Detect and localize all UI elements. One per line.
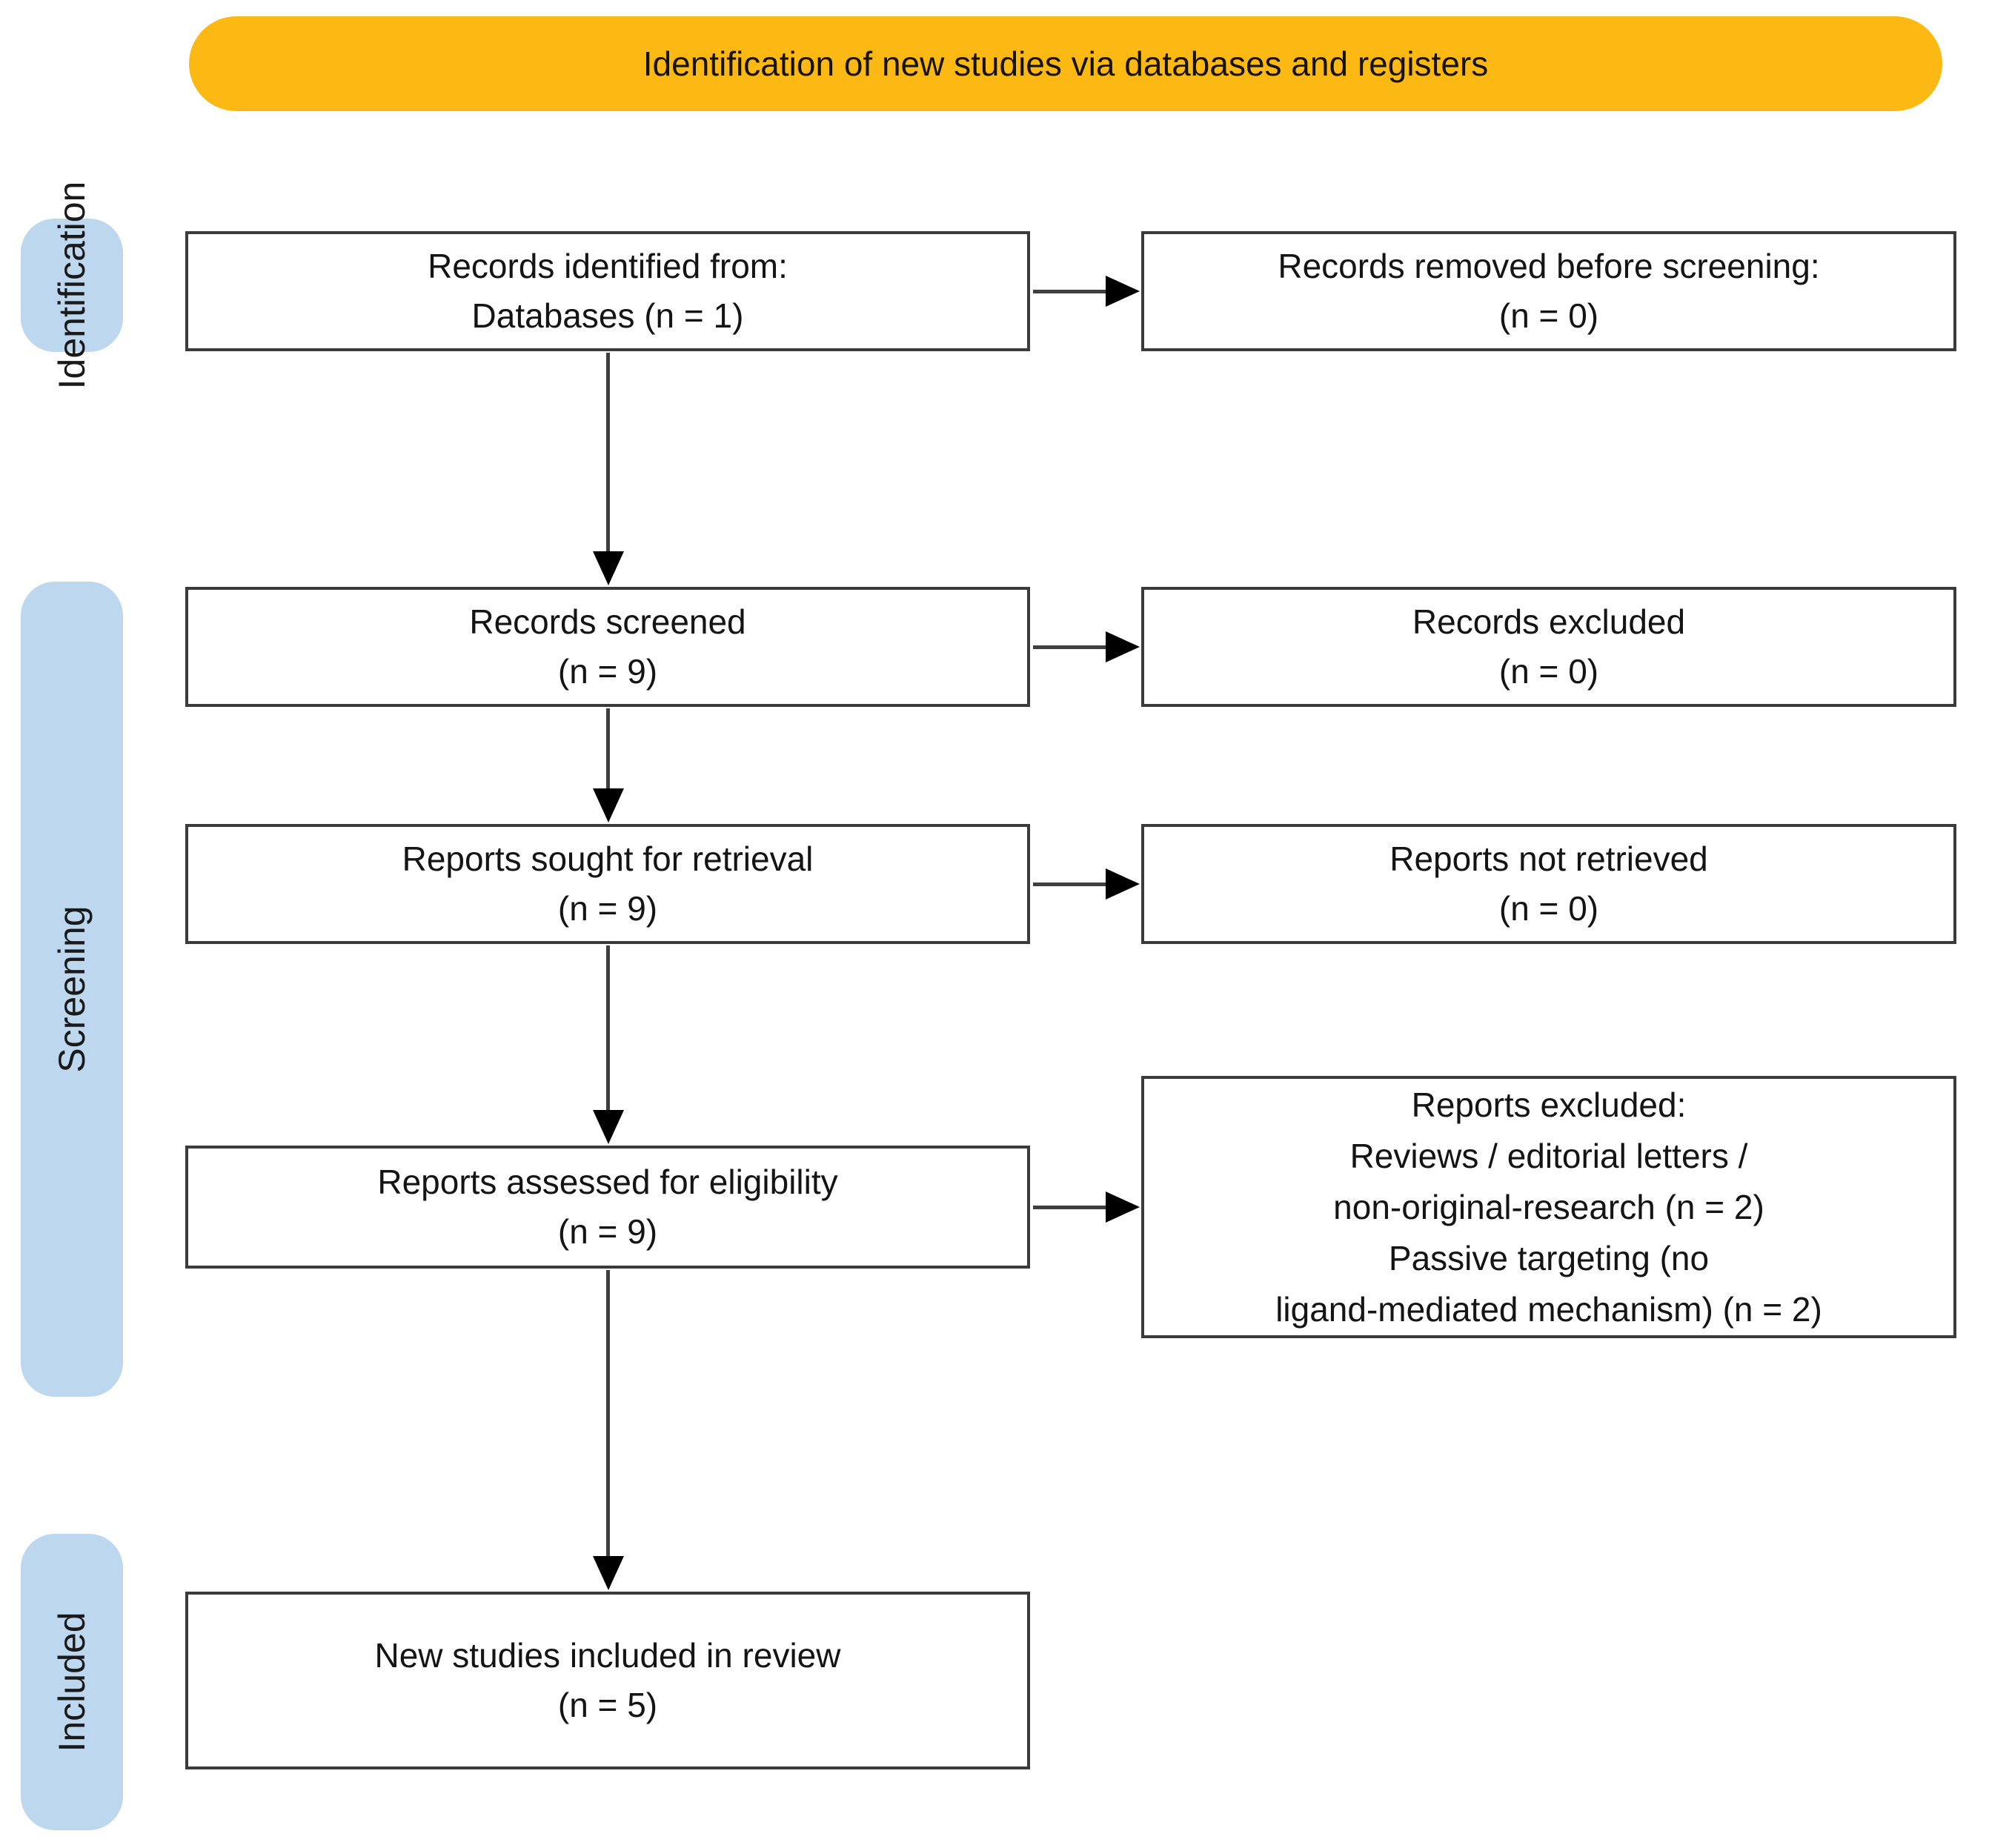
arrow-identified-to-screened — [606, 353, 610, 554]
box-records-removed: Records removed before screening: (n = 0… — [1141, 231, 1956, 351]
arrow-screened-to-excluded — [1033, 645, 1107, 649]
box-new-studies-included-line-1: New studies included in review — [374, 1636, 841, 1675]
arrowhead-down-icon — [593, 551, 624, 585]
box-new-studies-included: New studies included in review (n = 5) — [185, 1592, 1030, 1769]
box-reports-sought-line-1: Reports sought for retrieval — [402, 840, 814, 879]
box-reports-excluded-line-2: Reviews / editorial letters / — [1349, 1136, 1748, 1175]
box-reports-not-retrieved-line-1: Reports not retrieved — [1389, 840, 1708, 879]
arrowhead-down-icon — [593, 1556, 624, 1590]
stage-pill-included: Included — [21, 1534, 123, 1830]
box-records-removed-line-1: Records removed before screening: — [1278, 247, 1820, 286]
box-records-screened-line-1: Records screened — [469, 602, 746, 642]
box-reports-sought-line-2: (n = 9) — [557, 889, 658, 928]
stage-label-screening: Screening — [51, 905, 93, 1073]
arrowhead-right-icon — [1106, 276, 1140, 307]
box-records-excluded-line-1: Records excluded — [1412, 602, 1686, 642]
box-records-identified: Records identified from: Databases (n = … — [185, 231, 1030, 351]
box-reports-assessed-line-2: (n = 9) — [557, 1212, 658, 1251]
box-records-screened: Records screened (n = 9) — [185, 587, 1030, 707]
box-reports-not-retrieved: Reports not retrieved (n = 0) — [1141, 824, 1956, 944]
arrowhead-down-icon — [593, 1110, 624, 1144]
arrow-identified-to-removed — [1033, 290, 1107, 293]
box-reports-assessed: Reports assessed for eligibility (n = 9) — [185, 1146, 1030, 1269]
banner-identification-of-new-studies: Identification of new studies via databa… — [189, 16, 1942, 111]
box-reports-not-retrieved-line-2: (n = 0) — [1498, 889, 1599, 928]
box-records-removed-line-2: (n = 0) — [1498, 296, 1599, 335]
box-records-screened-line-2: (n = 9) — [557, 652, 658, 691]
stage-pill-screening: Screening — [21, 582, 123, 1397]
box-reports-sought: Reports sought for retrieval (n = 9) — [185, 824, 1030, 944]
arrowhead-right-icon — [1106, 868, 1140, 900]
box-reports-excluded-line-1: Reports excluded: — [1411, 1085, 1687, 1124]
box-records-excluded-line-2: (n = 0) — [1498, 652, 1599, 691]
stage-pill-identification: Identification — [21, 182, 123, 389]
box-reports-excluded-line-4: Passive targeting (no — [1388, 1238, 1710, 1277]
banner-label: Identification of new studies via databa… — [642, 44, 1489, 83]
box-records-identified-line-1: Records identified from: — [428, 247, 788, 286]
box-reports-excluded: Reports excluded: Reviews / editorial le… — [1141, 1076, 1956, 1338]
arrowhead-right-icon — [1106, 1191, 1140, 1223]
box-reports-excluded-line-5: ligand-mediated mechanism) (n = 2) — [1275, 1289, 1822, 1329]
stage-label-identification: Identification — [51, 181, 93, 390]
box-reports-excluded-line-3: non-original-research (n = 2) — [1333, 1187, 1764, 1226]
box-new-studies-included-line-2: (n = 5) — [557, 1686, 658, 1724]
box-records-identified-line-2: Databases (n = 1) — [471, 296, 744, 335]
arrowhead-right-icon — [1106, 631, 1140, 662]
arrow-assessed-to-reportsexcluded — [1033, 1206, 1107, 1209]
arrow-sought-to-notretrieved — [1033, 883, 1107, 886]
stage-label-included: Included — [51, 1612, 93, 1752]
box-reports-assessed-line-1: Reports assessed for eligibility — [377, 1163, 838, 1202]
arrowhead-down-icon — [593, 788, 624, 822]
box-records-excluded: Records excluded (n = 0) — [1141, 587, 1956, 707]
arrow-assessed-to-included — [606, 1270, 610, 1559]
arrow-screened-to-sought — [606, 708, 610, 791]
arrow-sought-to-assessed — [606, 945, 610, 1113]
